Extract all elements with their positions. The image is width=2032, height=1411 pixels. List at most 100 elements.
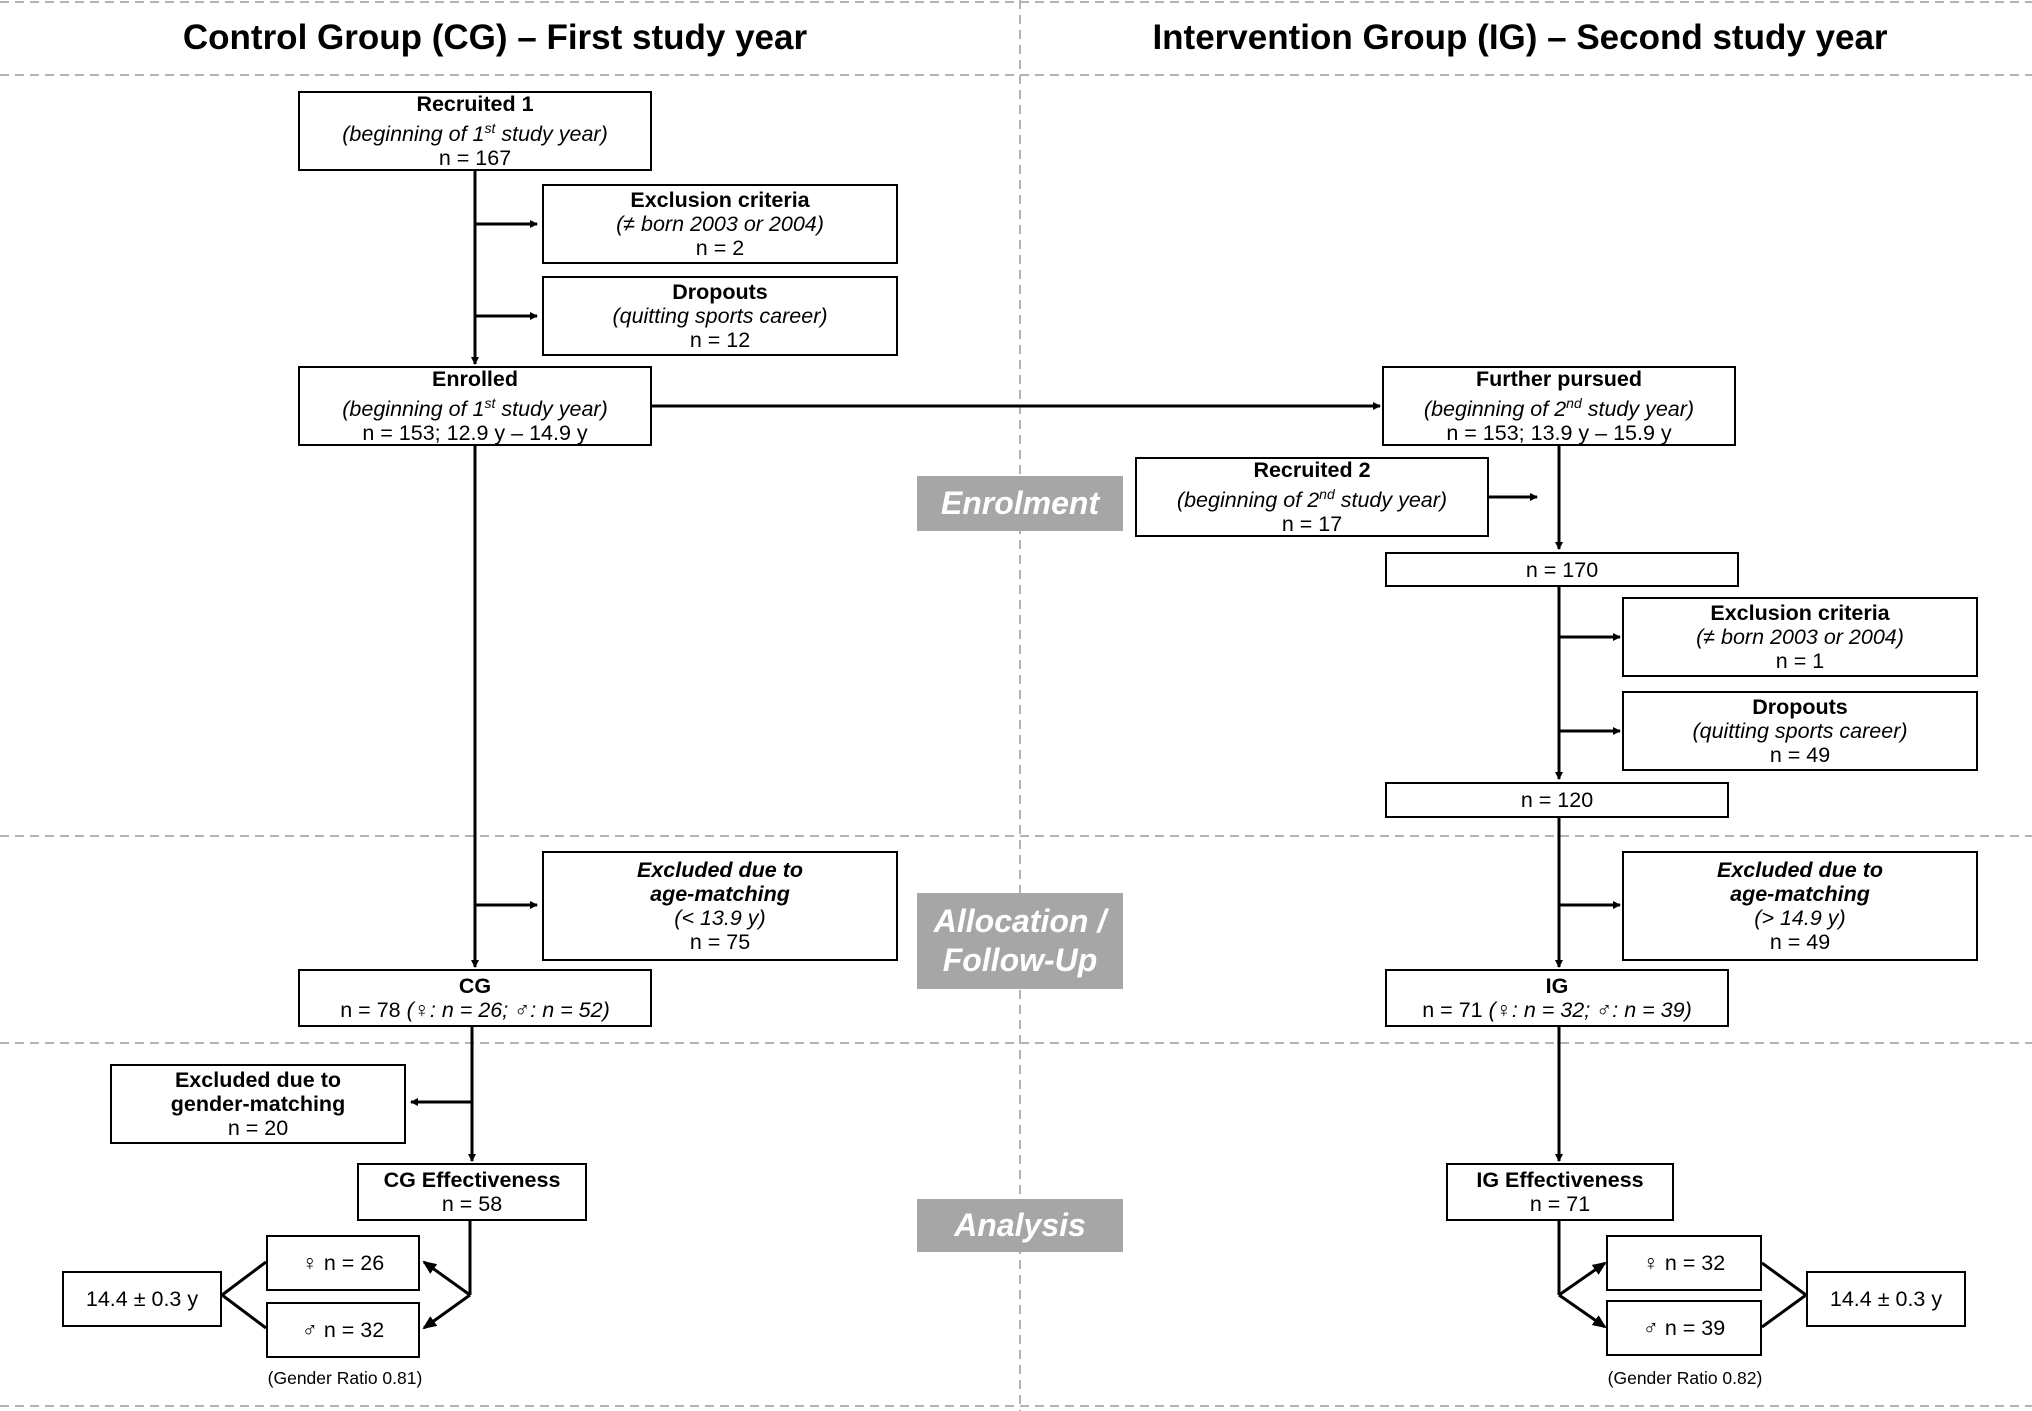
ig-n120-box: n = 120 [1385,782,1729,818]
cg-age-excluded-n: n = 75 [689,930,751,954]
cg-enrolled-n: n = 153; 12.9 y – 14.9 y [362,421,588,446]
cg-recruited-subtitle: (beginning of 1st study year) [342,116,607,146]
cg-recruited-box: Recruited 1 (beginning of 1st study year… [298,91,652,171]
cg-enrolled-box: Enrolled (beginning of 1st study year) n… [298,366,652,446]
ig-age-excluded-title2: age-matching [1730,882,1870,906]
cg-group-n-detail: (♀: n = 26; ♂: n = 52) [406,998,610,1022]
cg-group-box: CG n = 78 (♀: n = 26; ♂: n = 52) [298,969,652,1027]
ig-header: Intervention Group (IG) – Second study y… [1152,18,1888,57]
ig-dropouts-title: Dropouts [1752,695,1848,719]
cg-group-n: n = 78 (♀: n = 26; ♂: n = 52) [340,998,610,1022]
ig-further-sub-post: study year) [1581,397,1695,422]
ig-dropouts-box: Dropouts (quitting sports career) n = 49 [1622,691,1978,771]
cg-dropouts-n: n = 12 [689,328,751,352]
cg-enrolled-subtitle: (beginning of 1st study year) [342,391,607,421]
male-icon: ♂ [301,1318,318,1342]
cg-enrolled-title: Enrolled [431,366,518,391]
ig-dropouts-n: n = 49 [1769,743,1831,767]
cg-dropouts-subtitle: (quitting sports career) [612,304,828,328]
cg-exclusion-box: Exclusion criteria (≠ born 2003 or 2004)… [542,184,898,264]
cg-age-excluded-subtitle: (< 13.9 y) [674,906,766,930]
cg-effectiveness-box: CG Effectiveness n = 58 [357,1163,587,1221]
ig-further-pursued-box: Further pursued (beginning of 2nd study … [1382,366,1736,446]
cg-female-n: n = 26 [317,1251,385,1275]
ig-further-title: Further pursued [1475,366,1643,391]
male-icon: ♂ [1642,1316,1659,1340]
phase-allocation: Allocation / Follow-Up [917,893,1123,989]
cg-enrolled-sub-post: study year) [495,397,608,422]
ig-recruited2-sub-pre: (beginning of 2 [1176,488,1320,513]
ig-further-sub-pre: (beginning of 2 [1423,397,1567,422]
cg-dropouts-box: Dropouts (quitting sports career) n = 12 [542,276,898,356]
ig-recruited2-sub-sup: nd [1319,485,1335,502]
ig-recruited2-sub-post: study year) [1334,488,1448,513]
ig-age-value: 14.4 ± 0.3 y [1829,1287,1943,1311]
phase-allocation-line1: Allocation / [933,903,1107,939]
ig-n170-box: n = 170 [1385,552,1739,587]
cg-gender-excluded-title2: gender-matching [170,1092,346,1116]
cg-exclusion-n: n = 2 [695,236,745,260]
cg-effectiveness-title: CG Effectiveness [383,1168,561,1192]
cg-enrolled-sub-sup: st [484,394,496,411]
female-icon: ♀ [1642,1251,1659,1275]
cg-exclusion-subtitle: (≠ born 2003 or 2004) [616,212,824,236]
phase-enrolment-label: Enrolment [940,485,1100,521]
ig-dropouts-subtitle: (quitting sports career) [1692,719,1908,743]
ig-recruited2-n: n = 17 [1281,512,1343,537]
phase-allocation-line2: Follow-Up [942,942,1098,978]
cg-age-box: 14.4 ± 0.3 y [62,1271,222,1327]
ig-age-excluded-title1: Excluded due to [1716,858,1884,882]
female-icon: ♀ [301,1251,318,1275]
cg-male-n: n = 32 [317,1318,385,1342]
ig-group-n-detail: (♀: n = 32; ♂: n = 39) [1488,998,1692,1022]
ig-age-excluded-subtitle: (> 14.9 y) [1754,906,1846,930]
phase-enrolment: Enrolment [917,476,1123,531]
cg-age-excluded-title2: age-matching [650,882,790,906]
cg-age-excluded-title1: Excluded due to [636,858,804,882]
ig-exclusion-title: Exclusion criteria [1710,601,1890,625]
ig-exclusion-box: Exclusion criteria (≠ born 2003 or 2004)… [1622,597,1978,677]
ig-group-n: n = 71 (♀: n = 32; ♂: n = 39) [1422,998,1692,1022]
cg-age-excluded-box: Excluded due to age-matching (< 13.9 y) … [542,851,898,961]
ig-age-excluded-n: n = 49 [1769,930,1831,954]
ig-further-sub-sup: nd [1566,394,1582,411]
ig-exclusion-subtitle: (≠ born 2003 or 2004) [1696,625,1904,649]
ig-exclusion-n: n = 1 [1775,649,1825,673]
ig-age-excluded-box: Excluded due to age-matching (> 14.9 y) … [1622,851,1978,961]
cg-group-n-pre: n = 78 [340,998,407,1022]
cg-enrolled-sub-pre: (beginning of 1 [342,397,485,422]
phase-analysis: Analysis [917,1199,1123,1252]
ig-effectiveness-n: n = 71 [1529,1192,1591,1216]
ig-further-n: n = 153; 13.9 y – 15.9 y [1446,421,1672,446]
cg-effectiveness-n: n = 58 [441,1192,503,1216]
cg-dropouts-title: Dropouts [672,280,768,304]
ig-age-box: 14.4 ± 0.3 y [1806,1271,1966,1327]
cg-gender-excluded-title1: Excluded due to [174,1068,342,1092]
cg-age-value: 14.4 ± 0.3 y [85,1287,199,1311]
cg-exclusion-title: Exclusion criteria [630,188,810,212]
phase-analysis-label: Analysis [954,1207,1086,1243]
cg-gender-excluded-box: Excluded due to gender-matching n = 20 [110,1064,406,1144]
cg-header: Control Group (CG) – First study year [182,18,808,57]
cg-gender-ratio: (Gender Ratio 0.81) [267,1368,423,1388]
cg-recruited-sub-sup: st [484,119,496,136]
ig-group-title: IG [1545,974,1569,998]
ig-effectiveness-title: IG Effectiveness [1476,1168,1644,1192]
ig-female-box: ♀ n = 32 [1606,1235,1762,1291]
cg-recruited-sub-pre: (beginning of 1 [342,122,485,147]
ig-male-box: ♂ n = 39 [1606,1300,1762,1356]
ig-recruited2-title: Recruited 2 [1253,457,1371,482]
ig-further-subtitle: (beginning of 2nd study year) [1424,391,1694,421]
ig-female-n: n = 32 [1658,1251,1726,1275]
ig-recruited2-box: Recruited 2 (beginning of 2nd study year… [1135,457,1489,537]
cg-female-box: ♀ n = 26 [266,1235,420,1291]
ig-recruited2-subtitle: (beginning of 2nd study year) [1177,482,1447,512]
ig-group-box: IG n = 71 (♀: n = 32; ♂: n = 39) [1385,969,1729,1027]
cg-male-box: ♂ n = 32 [266,1302,420,1358]
arrows [221,171,1807,1330]
ig-group-n-pre: n = 71 [1422,998,1489,1022]
cg-recruited-title: Recruited 1 [416,91,534,116]
ig-male-n: n = 39 [1658,1316,1726,1340]
